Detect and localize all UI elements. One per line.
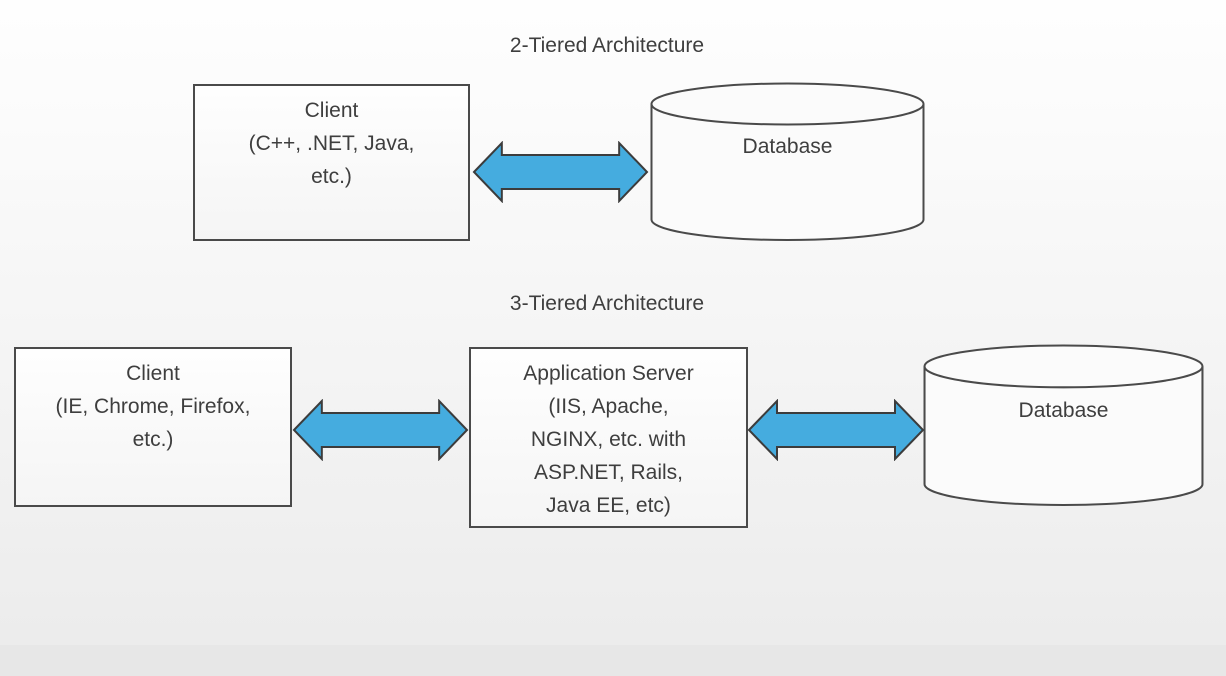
- box-label-line: (IIS, Apache,: [548, 395, 669, 418]
- three-tier-database-cylinder: Database: [923, 344, 1204, 506]
- three-tier-app-server-box: Application Server (IIS, Apache, NGINX, …: [469, 347, 748, 528]
- bidirectional-arrow-icon: [292, 398, 469, 462]
- box-label-line: ASP.NET, Rails,: [534, 461, 683, 484]
- cylinder-top: [650, 82, 925, 126]
- box-label-line: NGINX, etc. with: [530, 428, 687, 451]
- box-label-line: etc.): [132, 428, 174, 451]
- box-label-line: Java EE, etc): [546, 494, 671, 517]
- box-label-line: (C++, .NET, Java,: [248, 132, 415, 155]
- two-tier-client-box: Client (C++, .NET, Java, etc.): [193, 84, 470, 241]
- bidirectional-arrow-icon: [472, 140, 649, 204]
- box-label-line: etc.): [311, 165, 352, 188]
- box-label-line: (IE, Chrome, Firefox,: [55, 395, 251, 418]
- cylinder-top: [923, 344, 1204, 389]
- three-tier-client-box: Client (IE, Chrome, Firefox, etc.): [14, 347, 292, 507]
- bottom-shade-band: [0, 645, 1226, 676]
- box-label-line: Client: [126, 362, 180, 385]
- two-tier-title: 2-Tiered Architecture: [509, 34, 705, 57]
- arrow-shape: [292, 398, 469, 462]
- three-tier-title: 3-Tiered Architecture: [509, 292, 705, 315]
- box-label-line: Client: [304, 99, 359, 122]
- bidirectional-arrow-icon: [747, 398, 925, 462]
- cylinder-body: [650, 104, 925, 241]
- database-label: Database: [742, 135, 833, 158]
- cylinder-body: [923, 366, 1204, 506]
- arrow-shape: [472, 140, 649, 204]
- two-tier-database-cylinder: Database: [650, 82, 925, 241]
- box-label-line: Application Server: [523, 362, 694, 385]
- database-label: Database: [1018, 399, 1109, 422]
- arrow-shape: [747, 398, 925, 462]
